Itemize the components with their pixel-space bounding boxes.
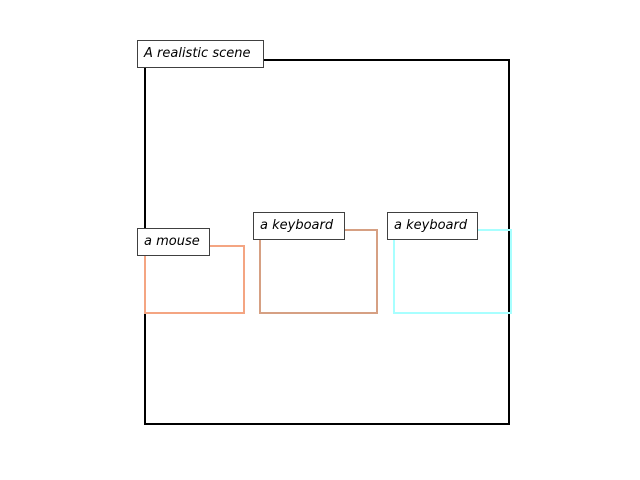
scene-caption: A realistic scene <box>137 40 264 68</box>
keyboard-bounding-box-2 <box>393 229 512 314</box>
mouse-label: a mouse <box>137 228 210 256</box>
keyboard-bounding-box-1 <box>259 229 378 314</box>
keyboard-label-2: a keyboard <box>387 212 478 240</box>
keyboard-label-1: a keyboard <box>253 212 345 240</box>
